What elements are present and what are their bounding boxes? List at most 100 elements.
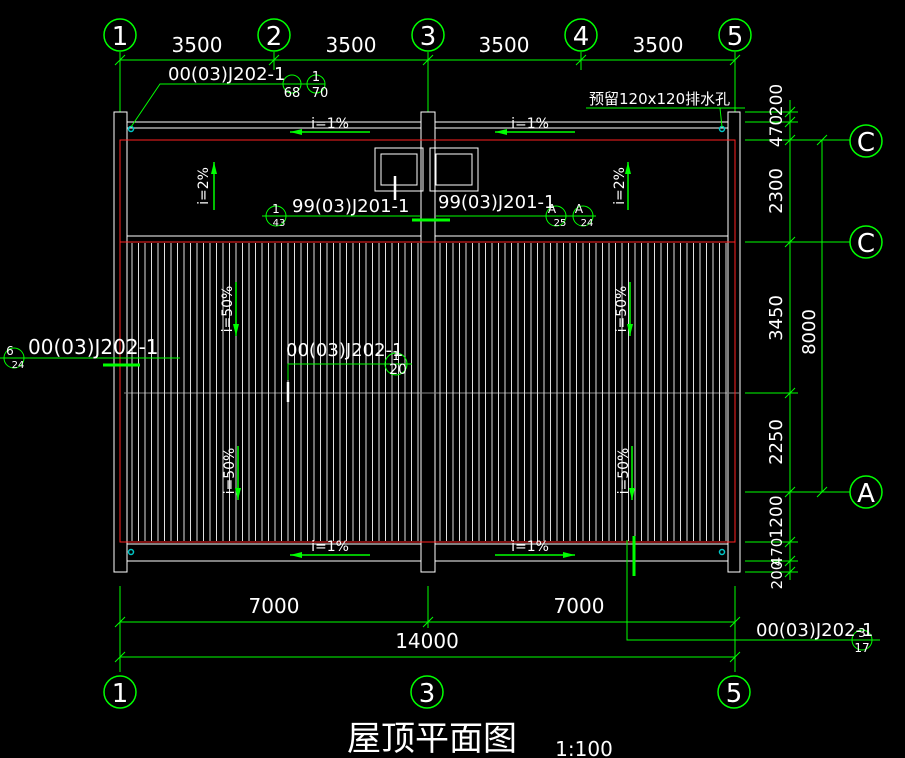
right-dimension-chain <box>745 100 850 580</box>
roof-tile-hatching <box>131 243 727 541</box>
svg-text:5: 5 <box>726 679 743 709</box>
grid-bubble-bottom-1: 1 <box>103 675 137 709</box>
ref-center-number: 1 <box>392 349 400 363</box>
slope-pitch-upper-left: i=50% <box>220 286 236 333</box>
svg-text:1: 1 <box>112 679 129 709</box>
svg-text:4: 4 <box>573 22 590 52</box>
drawing-title: 屋顶平面图 <box>347 719 517 758</box>
note-drain-hole: 预留120x120排水孔 <box>589 90 730 108</box>
slope-pitch-lower-left: i=50% <box>222 448 238 495</box>
dim-right-2: 470 <box>767 115 787 147</box>
grid-bubbles-right: C C A <box>849 124 883 509</box>
skylight-left <box>374 147 424 192</box>
ref-mid-left-sheet: 43 <box>273 218 286 229</box>
slope-gutter-top-left: i=1% <box>311 116 349 132</box>
ref-bottom-right-sheet: 17 <box>854 641 869 655</box>
dim-right-total: 8000 <box>799 309 820 355</box>
ref-left-side-sheet: 24 <box>12 360 25 371</box>
slope-pitch-lower-right: i=50% <box>616 448 632 495</box>
dim-top-3: 3500 <box>479 33 530 57</box>
annotation-top-left: 00(03)J202-1 1 68 70 <box>130 64 329 128</box>
roof-boundary <box>119 139 736 543</box>
slope-gutter-bottom-right: i=1% <box>511 539 549 555</box>
annotation-mid-left: 99(03)J201-1 1 43 <box>262 176 420 229</box>
drawing-scale: 1:100 <box>555 737 613 758</box>
dim-top-2: 3500 <box>326 33 377 57</box>
annotation-left-side: 00(03)J202-1 6 24 <box>0 335 180 371</box>
ref-mid-left: 99(03)J201-1 <box>292 196 409 217</box>
skylight-right <box>429 147 479 192</box>
ref-left-side-number: 6 <box>6 344 14 358</box>
dim-right-8: 200 <box>768 561 786 590</box>
svg-text:C: C <box>857 128 875 158</box>
svg-text:3: 3 <box>419 679 436 709</box>
grid-bubble-top-3: 3 <box>411 18 445 52</box>
right-dimension-values: 200 470 2300 3450 2250 1200 470 200 8000 <box>766 84 820 590</box>
drain-hole-bottom-right <box>718 548 726 556</box>
dim-right-1: 200 <box>767 84 787 116</box>
svg-text:5: 5 <box>727 22 744 52</box>
slope-gutter-bottom-left: i=1% <box>311 539 349 555</box>
grid-bubble-top-1: 1 <box>103 18 137 52</box>
grid-bubbles-bottom: 1 3 5 <box>103 675 751 709</box>
dim-right-4: 3450 <box>766 295 787 341</box>
svg-text:A: A <box>857 479 875 509</box>
dim-bottom-total: 14000 <box>395 629 459 653</box>
ref-mid-right-sheet-2: 24 <box>581 218 594 229</box>
drain-hole-bottom-left <box>127 548 135 556</box>
ref-mid-right-sheet-1: 25 <box>554 218 567 229</box>
ref-top-left-sheet-1: 68 <box>284 86 301 101</box>
grid-bubble-bottom-5: 5 <box>717 675 751 709</box>
bottom-dimension-values: 7000 7000 14000 <box>249 594 605 653</box>
ref-mid-left-number: 1 <box>272 202 280 216</box>
grid-bubble-right-c-upper: C <box>849 124 883 158</box>
dim-right-5: 2250 <box>766 419 787 465</box>
ref-bottom-right-number: 3 <box>858 626 866 640</box>
slope-arrows <box>211 129 635 558</box>
bottom-dimension-chain <box>114 586 741 672</box>
ref-top-left: 00(03)J202-1 <box>168 64 285 85</box>
ref-top-left-number: 1 <box>312 70 320 85</box>
ref-mid-right: 99(03)J201-1 <box>438 192 555 213</box>
grid-bubble-right-a: A <box>849 475 883 509</box>
svg-text:2: 2 <box>266 22 283 52</box>
dim-top-4: 3500 <box>633 33 684 57</box>
ref-bottom-right: 00(03)J202-1 <box>756 620 873 641</box>
ref-mid-right-number-2: A <box>575 202 584 216</box>
svg-text:C: C <box>857 229 875 259</box>
drain-hole-top-right <box>718 125 726 133</box>
grid-bubbles-top: 1 2 3 4 5 <box>103 18 752 52</box>
slope-flat-right: i=2% <box>612 167 628 205</box>
dim-right-3: 2300 <box>766 168 787 214</box>
annotation-center: 00(03)J202-1 1 20 <box>286 340 412 402</box>
dim-bottom-1: 7000 <box>249 594 300 618</box>
slope-labels: i=1% i=1% i=1% i=1% i=2% i=2% i=50% i=50… <box>196 116 632 555</box>
annotation-bottom-right: 00(03)J202-1 3 17 <box>626 536 880 655</box>
grid-bubble-top-5: 5 <box>718 18 752 52</box>
annotation-mid-right: 99(03)J201-1 A 25 A 24 <box>412 192 596 229</box>
top-dimension-values: 3500 3500 3500 3500 <box>172 33 684 57</box>
slope-pitch-upper-right: i=50% <box>614 286 630 333</box>
top-dimension-chain <box>114 52 741 112</box>
grid-bubble-top-2: 2 <box>257 18 291 52</box>
slope-gutter-top-right: i=1% <box>511 116 549 132</box>
slope-flat-left: i=2% <box>196 167 212 205</box>
ref-top-left-sheet-2: 70 <box>312 86 329 101</box>
dim-bottom-2: 7000 <box>554 594 605 618</box>
drain-hole-top-left <box>127 125 135 133</box>
svg-text:3: 3 <box>420 22 437 52</box>
ref-mid-right-number-1: A <box>548 202 557 216</box>
grid-bubble-right-c-lower: C <box>849 225 883 259</box>
dim-top-1: 3500 <box>172 33 223 57</box>
grid-bubble-bottom-3: 3 <box>410 675 444 709</box>
annotation-drain-note: 预留120x120排水孔 <box>586 90 745 128</box>
roof-outline <box>113 111 741 573</box>
ref-left-side: 00(03)J202-1 <box>28 335 159 359</box>
svg-text:1: 1 <box>112 22 129 52</box>
ref-center: 00(03)J202-1 <box>286 340 403 361</box>
dim-right-6: 1200 <box>767 495 787 538</box>
dim-right-7: 470 <box>768 538 786 567</box>
ref-center-sheet: 20 <box>389 362 407 378</box>
grid-bubble-top-4: 4 <box>564 18 598 52</box>
